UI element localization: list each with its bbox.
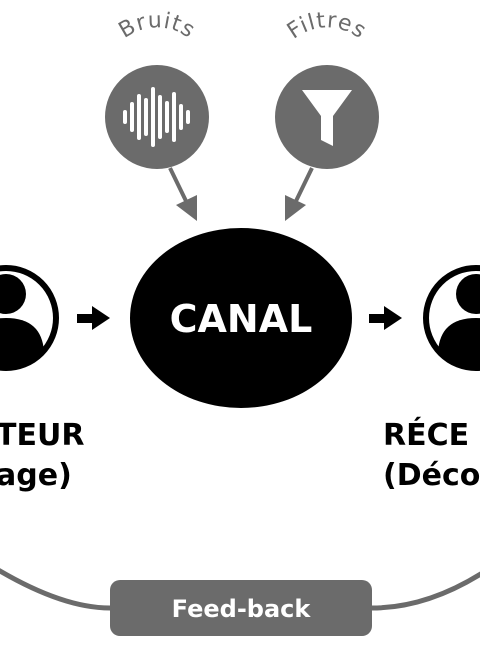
filters-label: Filtres (283, 8, 371, 44)
sender-to-channel-arrow (77, 306, 110, 330)
receiver-person-icon (438, 274, 480, 366)
funnel-icon (302, 90, 352, 146)
sender-label-line1: TEUR (0, 418, 84, 453)
noise-to-channel-arrow (168, 167, 197, 221)
receiver-node (423, 265, 480, 371)
filters-node: Filtres (275, 8, 379, 169)
feedback-arc (0, 568, 480, 611)
feedback-box (110, 580, 372, 636)
sender-label-line2: age) (0, 458, 72, 493)
noise-circle (105, 65, 209, 169)
filters-to-channel-arrow (285, 167, 314, 221)
receiver-label-line1: RÉCE (383, 417, 469, 453)
noise-node: Bruits (105, 8, 209, 169)
channel-to-receiver-arrow (369, 306, 402, 330)
sender-node (0, 265, 59, 371)
receiver-label-line2: (Déco (383, 458, 480, 493)
channel-label: CANAL (170, 297, 313, 341)
channel-ellipse (130, 228, 352, 408)
sound-wave-icon (123, 87, 190, 147)
channel-node: CANAL (130, 228, 352, 408)
noise-label: Bruits (115, 8, 200, 43)
sender-person-icon (0, 274, 44, 366)
feedback-badge: Feed-back (110, 580, 372, 636)
feedback-label: Feed-back (172, 595, 312, 623)
